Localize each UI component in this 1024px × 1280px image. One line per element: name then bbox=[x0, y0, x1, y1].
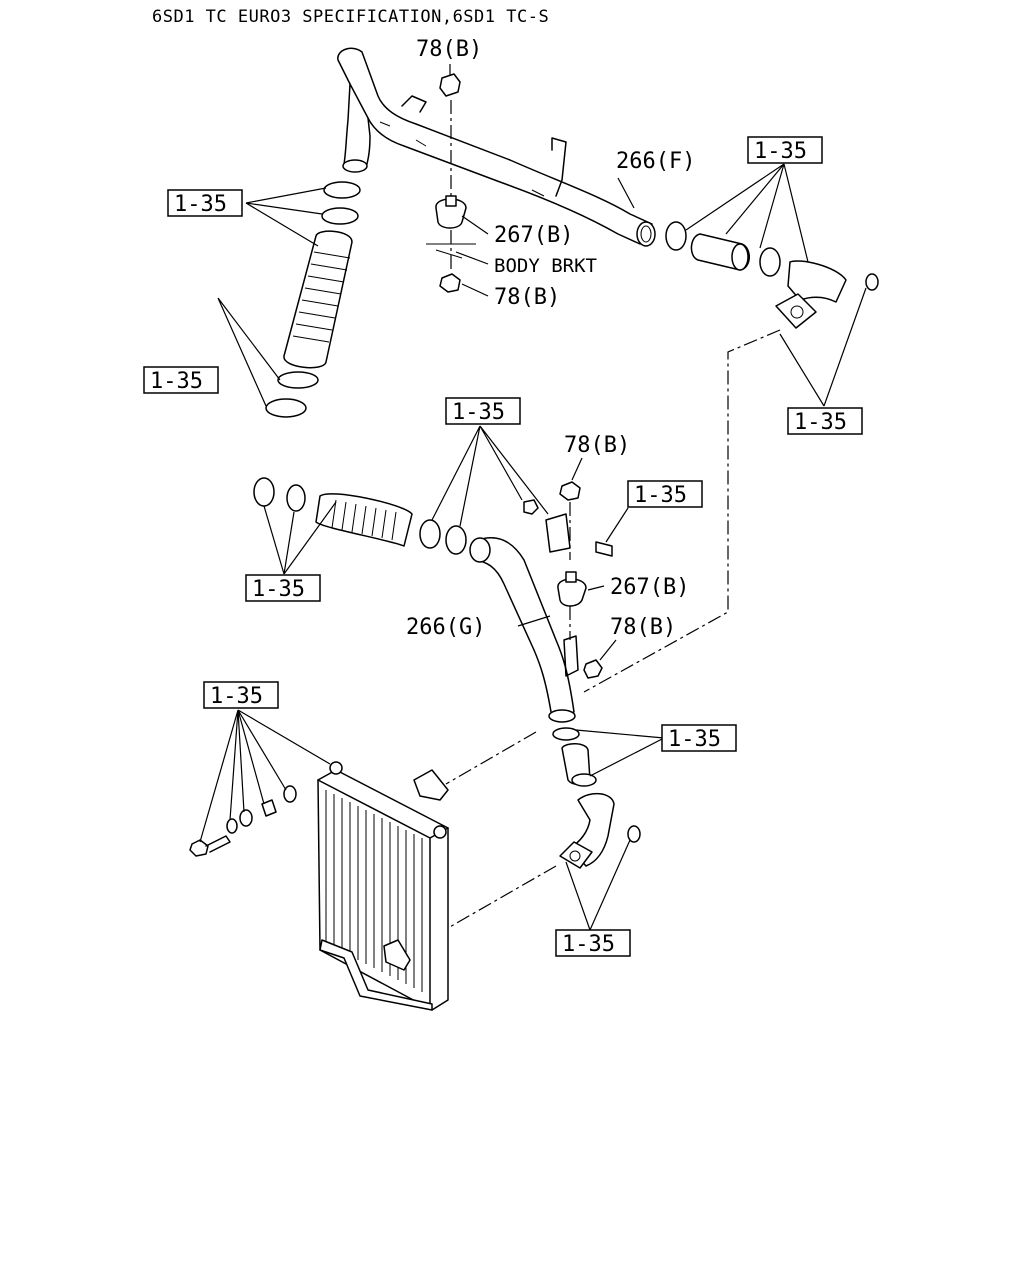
ref-box-1-35-lower-left: 1-35 bbox=[203, 681, 279, 709]
label-body-brkt: BODY BRKT bbox=[494, 255, 597, 277]
svg-text:1-35: 1-35 bbox=[210, 684, 263, 709]
upper-left-hose-assembly bbox=[265, 181, 361, 418]
svg-text:1-35: 1-35 bbox=[174, 192, 227, 217]
label-78b-upper-lower: 78(B) bbox=[494, 285, 560, 310]
label-78b-middle: 78(B) bbox=[564, 433, 630, 458]
svg-text:1-35: 1-35 bbox=[634, 483, 687, 508]
svg-text:1-35: 1-35 bbox=[754, 139, 807, 164]
connection-centerlines bbox=[445, 329, 781, 929]
upper-pipe-266f bbox=[337, 47, 656, 247]
label-266g: 266(G) bbox=[406, 615, 485, 640]
svg-text:1-35: 1-35 bbox=[252, 577, 305, 602]
upper-right-hose-assembly bbox=[665, 221, 879, 329]
leader-lines bbox=[199, 64, 867, 931]
lower-pipe-266g bbox=[469, 513, 579, 723]
svg-text:1-35: 1-35 bbox=[562, 932, 615, 957]
svg-text:1-35: 1-35 bbox=[150, 369, 203, 394]
label-267b-middle: 267(B) bbox=[610, 575, 689, 600]
svg-text:1-35: 1-35 bbox=[452, 400, 505, 425]
ref-box-1-35-middle-right: 1-35 bbox=[627, 480, 703, 508]
intercooler-core bbox=[317, 761, 449, 1011]
intercooler-mount-hardware bbox=[189, 785, 297, 857]
label-267b-top: 267(B) bbox=[494, 223, 573, 248]
ref-box-1-35-upper-left: 1-35 bbox=[167, 189, 243, 217]
ref-box-1-35-bottom: 1-35 bbox=[555, 929, 631, 957]
label-266f: 266(F) bbox=[616, 149, 695, 174]
ref-box-1-35-lower-right: 1-35 bbox=[661, 724, 737, 752]
svg-text:1-35: 1-35 bbox=[794, 410, 847, 435]
label-78b-lower: 78(B) bbox=[610, 615, 676, 640]
middle-hose-assembly bbox=[253, 477, 467, 555]
ref-box-1-35-middle-top: 1-35 bbox=[445, 397, 521, 425]
ref-box-1-35-middle-left: 1-35 bbox=[245, 574, 321, 602]
label-78b-top: 78(B) bbox=[416, 37, 482, 62]
svg-text:1-35: 1-35 bbox=[668, 727, 721, 752]
upper-mount-stack bbox=[426, 73, 476, 293]
ref-box-1-35-left: 1-35 bbox=[143, 366, 219, 394]
diagram-title: 6SD1 TC EURO3 SPECIFICATION,6SD1 TC-S bbox=[152, 7, 549, 27]
ref-box-1-35-upper-right: 1-35 bbox=[747, 136, 823, 164]
ref-box-1-35-right: 1-35 bbox=[787, 407, 863, 435]
lower-hose-assembly bbox=[552, 727, 641, 869]
middle-mount-stack bbox=[523, 481, 613, 679]
